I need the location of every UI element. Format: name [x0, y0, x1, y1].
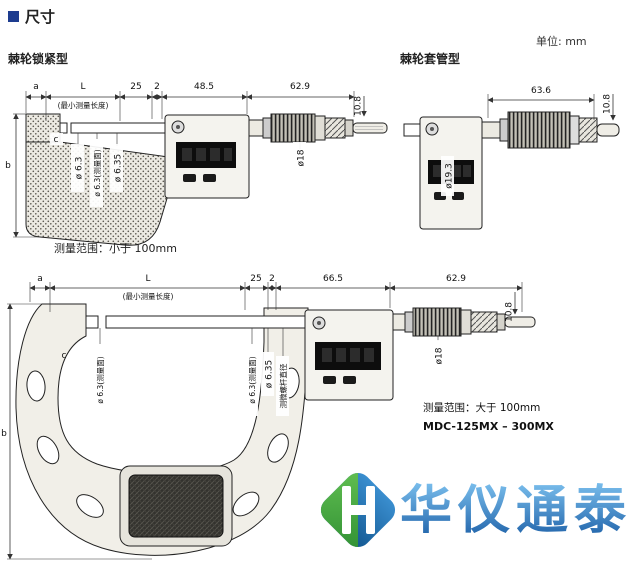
range-note-small: 测量范围：小于 100mm	[54, 242, 177, 255]
ratchet-sleeve-shape	[481, 111, 620, 149]
frame-shape	[15, 303, 309, 556]
section-label-ratchet-lock: 棘轮锁紧型	[8, 52, 69, 66]
dim-66-5: 66.5	[323, 274, 343, 284]
dim-10-8: 10.8	[603, 94, 613, 114]
range-note-large: 测量范围：大于 100mm	[423, 401, 540, 414]
display-unit	[304, 309, 394, 401]
spindle-shape	[85, 315, 309, 329]
button-shape	[203, 174, 216, 182]
svg-text:c: c	[54, 135, 59, 145]
svg-text:ø18: ø18	[435, 347, 445, 364]
svg-text:10.8: 10.8	[505, 302, 515, 322]
dim-62-9: 62.9	[446, 274, 466, 284]
svg-text:ø19.3: ø19.3	[445, 163, 455, 189]
dimension-lines	[487, 94, 616, 121]
company-logo-icon	[315, 467, 396, 553]
drawing-large-micrometer: a L (最小测量长度) 25 2 66.5 62.9 b c ø 6.3(测量…	[1, 274, 554, 560]
title-bullet-icon	[8, 11, 19, 22]
dim-10-8: 10.8	[354, 96, 364, 116]
dim-2: 2	[269, 274, 275, 284]
svg-text:10.8: 10.8	[354, 96, 364, 116]
dim-63-6: 63.6	[531, 86, 551, 96]
spindle-shape	[59, 122, 178, 134]
svg-text:ø 6.3: ø 6.3	[75, 157, 85, 180]
model-number: MDC-125MX – 300MX	[423, 420, 554, 433]
button-shape	[452, 192, 464, 200]
svg-text:测微螺杆直径: 测微螺杆直径	[278, 363, 288, 408]
frame-holes	[26, 367, 300, 518]
dim-a: a	[33, 82, 39, 92]
svg-text:ø 6.35: ø 6.35	[265, 360, 275, 388]
dim-10-8: 10.8	[505, 302, 515, 322]
watermark: 华仪通泰	[315, 467, 631, 553]
dim-b: b	[1, 429, 7, 439]
dim-dia6-35: ø 6.35	[110, 144, 124, 192]
grip-pad	[119, 465, 233, 547]
svg-text:ø 6.3(测量面): ø 6.3(测量面)	[248, 356, 257, 403]
svg-text:ø18: ø18	[297, 149, 307, 166]
thimble-ratchet-shape	[392, 307, 536, 337]
drawing-ratchet-sleeve: 63.6 ø19.3 10.8	[403, 86, 620, 230]
drawing-ratchet-lock: a L (最小测量长度) 25 2 48.5 62.9 b c ø 6.3 ø …	[5, 82, 388, 246]
dim-min-length: (最小测量长度)	[123, 291, 174, 301]
dim-b: b	[5, 161, 11, 171]
svg-text:ø 6.3(测量面): ø 6.3(测量面)	[93, 149, 102, 196]
section-label-ratchet-sleeve: 棘轮套管型	[400, 52, 461, 66]
dimension-lines	[7, 282, 523, 560]
dim-dia6-3: ø 6.3	[71, 144, 85, 192]
dim-a: a	[37, 274, 43, 284]
dim-min-length: (最小测量长度)	[58, 100, 109, 110]
dim-L: L	[145, 274, 150, 284]
dim-dia18: ø18	[293, 142, 307, 174]
dim-25: 25	[250, 274, 261, 284]
watermark-text: 华仪通泰	[400, 481, 631, 541]
dim-c: c	[62, 351, 67, 361]
dim-dia19-3: ø19.3	[441, 156, 455, 196]
dim-L: L	[80, 82, 85, 92]
dim-dia6-35: ø 6.35	[261, 352, 275, 396]
dim-62-9: 62.9	[290, 82, 310, 92]
dim-c: c	[50, 133, 63, 145]
dim-25: 25	[130, 82, 141, 92]
svg-text:ø 6.3(测量面): ø 6.3(测量面)	[96, 356, 105, 403]
button-shape	[183, 174, 196, 182]
thimble-ratchet-shape	[248, 113, 388, 143]
button-shape	[343, 376, 356, 384]
unit-label: 单位: mm	[536, 35, 587, 48]
dim-dia6-3-face: ø 6.3(测量面)	[90, 139, 103, 207]
dim-48-5: 48.5	[194, 82, 214, 92]
svg-text:10.8: 10.8	[603, 94, 613, 114]
svg-text:ø 6.35: ø 6.35	[114, 154, 124, 182]
dim-spindle-diameter: 测微螺杆直径	[276, 356, 289, 416]
dim-2: 2	[154, 82, 160, 92]
display-unit	[164, 114, 250, 199]
dim-dia18: ø18	[431, 340, 445, 372]
page-title: 尺寸	[25, 8, 56, 26]
page-title-row: 尺寸	[8, 6, 55, 27]
dim-dia6-3-face-spindle: ø 6.3(测量面)	[245, 344, 258, 416]
button-shape	[323, 376, 336, 384]
dim-dia6-3-face-anvil: ø 6.3(测量面)	[93, 344, 106, 416]
